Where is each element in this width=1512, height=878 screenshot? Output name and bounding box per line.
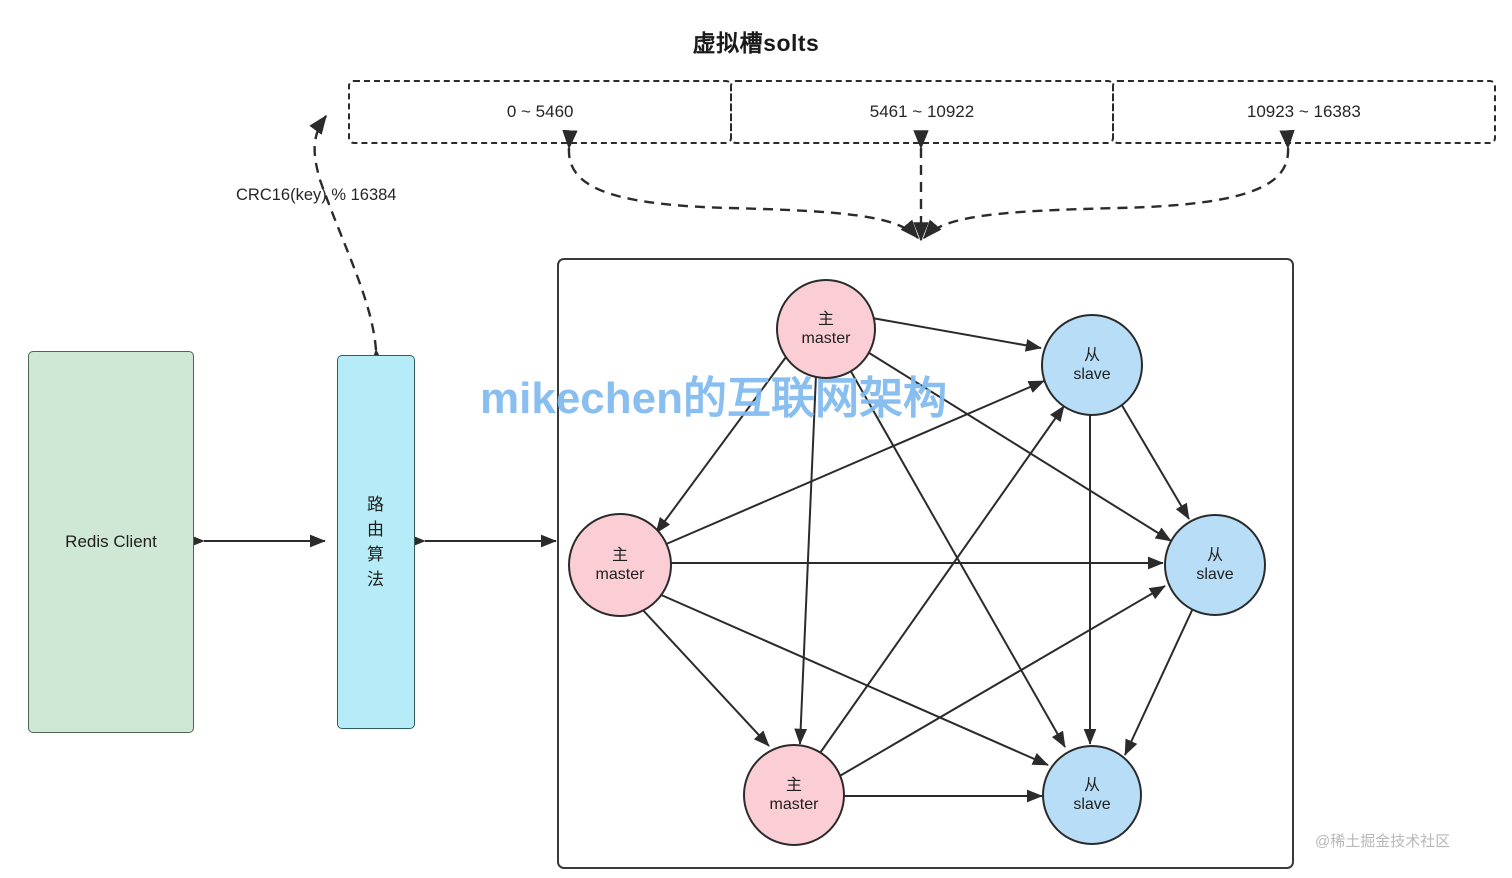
slot-box-3[interactable]: 10923 ~ 16383 [1111, 80, 1496, 144]
node-label-cn: 从 [1083, 776, 1100, 794]
page-title: 虚拟槽solts [692, 30, 820, 56]
cluster-node-slave-right[interactable]: 从 slave [1164, 514, 1266, 616]
routing-char-1: 路 [367, 495, 385, 514]
routing-algorithm-box[interactable]: 路 由 算 法 [337, 355, 415, 729]
routing-char-2: 由 [367, 520, 385, 539]
cluster-node-master-left[interactable]: 主 master [568, 513, 672, 617]
node-label-cn: 主 [611, 546, 628, 564]
routing-char-3: 算 [367, 545, 385, 564]
node-label-en: slave [1073, 366, 1111, 383]
node-label-en: master [801, 330, 851, 347]
crc16-formula-label: CRC16(key) % 16384 [236, 186, 397, 204]
node-label-en: slave [1196, 566, 1234, 583]
node-label-cn: 主 [785, 776, 802, 794]
watermark-main: mikechen的互联网架构 [480, 374, 947, 423]
watermark-corner: @稀土掘金技术社区 [1315, 833, 1451, 850]
edge-slot3-cluster [923, 129, 1295, 240]
node-label-cn: 从 [1083, 346, 1100, 364]
node-label-cn: 从 [1206, 546, 1223, 564]
node-label-en: master [769, 796, 819, 813]
cluster-node-slave-topright[interactable]: 从 slave [1041, 314, 1143, 416]
slot-box-2[interactable]: 5461 ~ 10922 [729, 80, 1115, 144]
redis-client-label: Redis Client [65, 532, 157, 551]
cluster-node-master-top[interactable]: 主 master [776, 279, 876, 379]
node-label-en: master [595, 566, 645, 583]
redis-cluster-box [557, 258, 1294, 869]
edge-crc16 [309, 114, 386, 369]
redis-client-box[interactable]: Redis Client [28, 351, 194, 733]
node-label-en: slave [1073, 796, 1111, 813]
cluster-node-master-bottom[interactable]: 主 master [743, 744, 845, 846]
cluster-node-slave-bottom[interactable]: 从 slave [1042, 745, 1142, 845]
slot-box-1[interactable]: 0 ~ 5460 [348, 80, 733, 144]
edge-slot1-cluster [562, 129, 919, 240]
node-label-cn: 主 [817, 310, 834, 328]
routing-char-4: 法 [367, 570, 385, 589]
slot-range-row: 0 ~ 5460 5461 ~ 10922 10923 ~ 16383 [348, 80, 1496, 144]
routing-algorithm-label: 路 由 算 法 [367, 492, 385, 592]
